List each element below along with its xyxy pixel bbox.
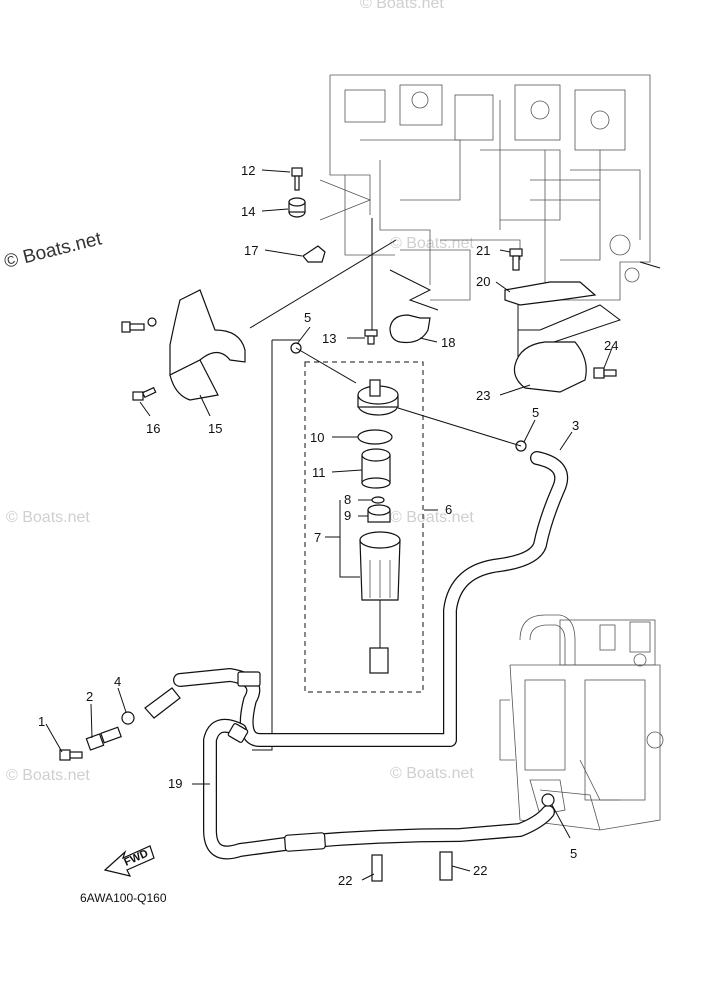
filter-cup-7 — [359, 531, 401, 674]
bolt-21 — [509, 248, 523, 271]
callout-21: 21 — [476, 243, 490, 258]
callout-18: 18 — [441, 335, 455, 350]
boats-net-watermark: © Boats.net — [2, 228, 104, 273]
clamp-22 — [439, 851, 453, 881]
watermark: © Boats.net — [390, 235, 474, 252]
callout-5: 5 — [304, 310, 311, 325]
vapor-separator-illustration — [499, 614, 664, 831]
watermarks: © Boats.net © Boats.net © Boats.net © Bo… — [6, 0, 474, 784]
callout-13: 13 — [322, 331, 336, 346]
filter-element-11 — [361, 448, 391, 489]
reference-lines — [249, 218, 661, 839]
clip-4 — [121, 711, 135, 725]
holder-18 — [389, 314, 431, 344]
plate-20 — [504, 281, 597, 306]
clip-5 — [541, 793, 555, 807]
watermark: © Boats.net — [390, 509, 474, 526]
callout-22: 22 — [338, 873, 352, 888]
clip-8 — [371, 496, 385, 504]
callout-22: 22 — [473, 863, 487, 878]
callout-24: 24 — [604, 338, 618, 353]
callout-16: 16 — [146, 421, 160, 436]
callout-10: 10 — [310, 430, 324, 445]
clamp-22 — [371, 854, 383, 882]
engine-block-illustration — [319, 74, 651, 301]
joint-2 — [85, 726, 122, 751]
callout-12: 12 — [241, 163, 255, 178]
callout-labels: 12 14 17 5 13 18 21 20 24 23 5 3 16 15 1… — [38, 163, 618, 888]
callout-7: 7 — [314, 530, 321, 545]
callout-8: 8 — [344, 492, 351, 507]
callout-20: 20 — [476, 274, 490, 289]
bolt-24 — [593, 367, 617, 379]
callout-1: 1 — [38, 714, 45, 729]
watermark: © Boats.net — [6, 767, 90, 784]
callout-2: 2 — [86, 689, 93, 704]
o-ring-10 — [357, 429, 393, 445]
bolt-16 — [132, 386, 157, 401]
callout-5: 5 — [570, 846, 577, 861]
callout-leaders — [45, 169, 613, 881]
bolt-13 — [364, 329, 378, 345]
diagram-code: 6AWA100-Q160 — [80, 891, 167, 905]
grommet-14 — [288, 197, 306, 218]
float-9 — [367, 504, 391, 523]
callout-9: 9 — [344, 508, 351, 523]
bolt-12 — [291, 167, 303, 191]
callout-19: 19 — [168, 776, 182, 791]
callout-11: 11 — [312, 465, 326, 480]
filter-assembly-outline — [304, 361, 424, 693]
drain-screw-1 — [59, 749, 83, 761]
callout-5: 5 — [532, 405, 539, 420]
holder-23 — [513, 341, 587, 393]
watermark: © Boats.net — [390, 765, 474, 782]
parts: FWD — [59, 167, 617, 882]
callout-6: 6 — [445, 502, 452, 517]
callout-15: 15 — [208, 421, 222, 436]
clip-17 — [302, 245, 326, 263]
watermark: © Boats.net — [360, 0, 444, 12]
bracket-15 — [169, 289, 246, 401]
fuel-hoses — [173, 451, 569, 860]
callout-4: 4 — [114, 674, 121, 689]
callout-17: 17 — [244, 243, 258, 258]
callout-23: 23 — [476, 388, 490, 403]
filter-head — [295, 347, 522, 447]
forward-direction-arrow: FWD — [103, 845, 155, 877]
callout-14: 14 — [241, 204, 255, 219]
watermark: © Boats.net — [6, 509, 90, 526]
callout-3: 3 — [572, 418, 579, 433]
